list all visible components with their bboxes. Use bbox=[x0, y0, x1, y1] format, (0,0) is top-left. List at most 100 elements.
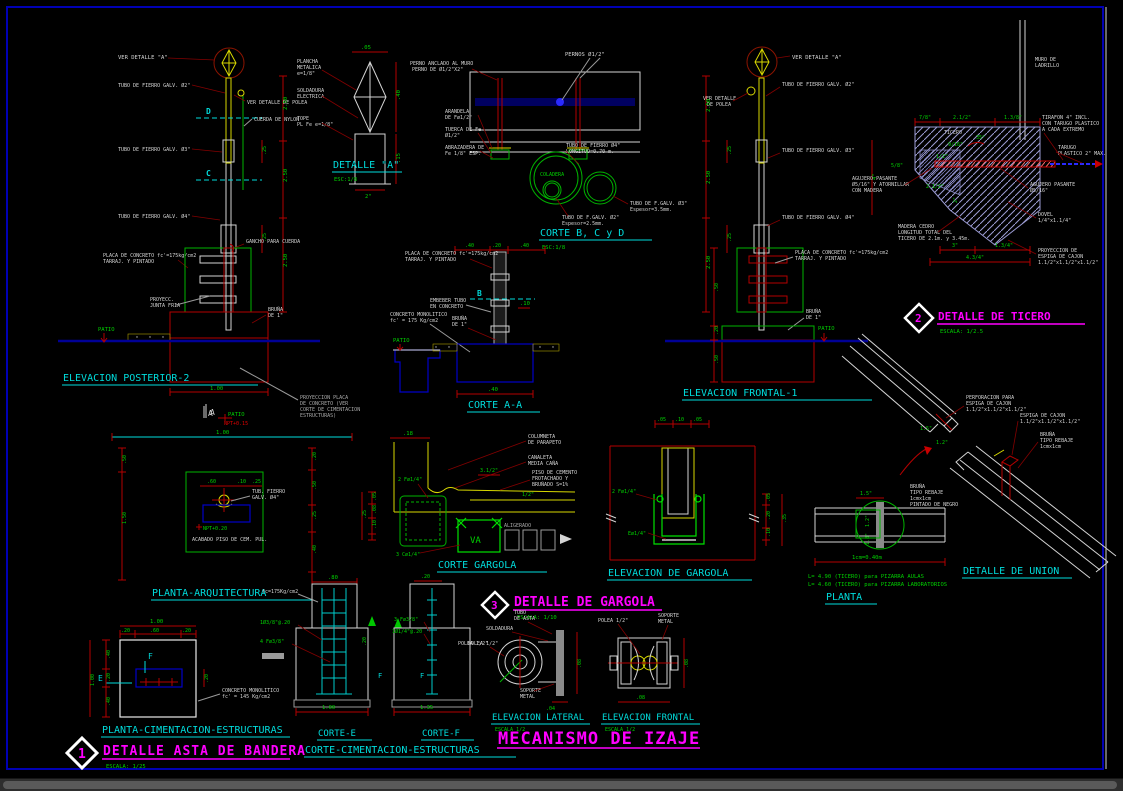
marker-ce-f: F bbox=[378, 672, 382, 680]
label-aligerado: ALIGERADO bbox=[504, 523, 531, 529]
label-tope-2: PL Fe e=1/8" bbox=[297, 122, 333, 128]
note-pizarra-aulas: L= 4.90 (TICERO) para PIZARRA AULAS bbox=[808, 574, 924, 580]
label-perno-1: PERNO ANCLADO AL MURO bbox=[410, 61, 473, 67]
dim-pcim-l2: .20 bbox=[106, 673, 112, 682]
label-proyeccion-2: ESPIGA DE CAJON bbox=[1038, 254, 1083, 260]
title-elevacion-posterior: ELEVACION POSTERIOR-2 bbox=[63, 373, 189, 384]
dim-uni-12: 1.2" bbox=[936, 440, 948, 446]
label-tubo3: TUBO DE FIERRO GALV. Ø3" bbox=[118, 146, 190, 153]
label-proyecc-1: PROYECC. bbox=[150, 297, 174, 303]
label-tirafon-2: CON TARUGO PLASTICO bbox=[1042, 121, 1099, 127]
dim-138: 1.3/8" bbox=[1004, 115, 1022, 121]
label-gancho: GANCHO PARA CUERDA bbox=[246, 239, 300, 245]
label-tubo4-nota-2: LONGITUD=0.70 m. bbox=[566, 149, 614, 155]
dim-egar-t1: .05 bbox=[657, 417, 666, 423]
label-prail-bruna-4: PINTADO DE NEGRO bbox=[910, 502, 958, 508]
dim-egar-t2: .10 bbox=[675, 417, 684, 423]
dim-prail-12: 1.2" bbox=[865, 515, 871, 527]
dim-2in: 2" bbox=[365, 194, 372, 200]
label-proyeccion-1: PROYECCION DE bbox=[1038, 248, 1077, 254]
dim-25-1: .25 bbox=[262, 146, 268, 155]
note-proyeccion-4: ESTRUCTURAS) bbox=[300, 413, 336, 419]
label-cf-ref2: 1Ø1/4"@.20 bbox=[392, 628, 422, 635]
dim-ef-f1: .50 bbox=[714, 283, 720, 292]
label-aa-concreto-1: CONCRETO MONOLITICO bbox=[390, 312, 447, 318]
label-columneta-2: DE PARAPETO bbox=[528, 440, 561, 446]
label-agujero2-2: Ø5/16" Y ATORNILLAR bbox=[852, 181, 910, 188]
horizontal-scrollbar-thumb[interactable] bbox=[3, 781, 1117, 789]
esc-lateral: ESCALA 1/2 bbox=[495, 727, 525, 733]
label-ef-polea-2: DE POLEA bbox=[707, 102, 731, 108]
marker-e: E bbox=[98, 674, 103, 683]
esc-ticero: ESCALA: 1/2.5 bbox=[940, 329, 983, 335]
label-ef-polea-1: VER DETALLE bbox=[703, 96, 736, 102]
label-ce-ref1: 1Ø3/8"@.20 bbox=[260, 619, 290, 626]
dim-parq-50: .50 bbox=[122, 455, 128, 464]
label-patio: PATIO bbox=[98, 327, 115, 333]
label-tarugo-2: PLASTICO 2" MAX. bbox=[1058, 151, 1106, 157]
label-pernos: PERNOS Ø1/2" bbox=[565, 51, 605, 58]
dim-parq-150: 1.50 bbox=[122, 512, 128, 524]
label-bcd-tubo2-2: Espesor=2.5mm. bbox=[562, 221, 604, 227]
dim-250-1: 2.50 bbox=[283, 97, 289, 110]
label-ver-detalle-a: VER DETALLE "A" bbox=[118, 55, 168, 61]
dim-3: 3" bbox=[952, 243, 958, 249]
dim-egar-r3: .10 bbox=[766, 528, 772, 537]
dim-ef-250-3: 2.50 bbox=[706, 256, 712, 269]
section-corte-f: .20 F 3 Fø3/8" 1Ø1/4"@.20 POLEA 1/2" 1.3… bbox=[391, 574, 505, 741]
marker-d: D bbox=[206, 107, 211, 116]
marker-c: C bbox=[206, 169, 211, 178]
dim-cgar-l3: .10 bbox=[372, 520, 378, 529]
label-polea-frontal: POLEA 1/2" bbox=[598, 618, 628, 624]
badge-1: 1 bbox=[78, 747, 86, 762]
dim-aa-40c: .40 bbox=[488, 387, 498, 393]
section-planta-ticero: 1.5" 1.2" 1.8" 1cm=0.40m BRUÑA TIPO REBA… bbox=[808, 483, 958, 605]
label-aa-bruna-2: DE 1" bbox=[452, 322, 467, 328]
title-detalle-ticero: DETALLE DE TICERO bbox=[938, 310, 1051, 323]
label-aa-placa-1: PLACA DE CONCRETO fc'=175kg/cm2 bbox=[405, 251, 498, 257]
dim-ef-f2: .20 bbox=[714, 326, 720, 335]
section-corte-bcd: TUBO DE F.GALV. Ø2" Espesor=2.5mm. TUBO … bbox=[539, 171, 687, 251]
dim-parq-i2: .10 bbox=[237, 479, 246, 485]
esc-gargola: ESCALA: 1/10 bbox=[517, 615, 557, 621]
label-tarugo-1: TARUGO bbox=[1058, 145, 1076, 151]
dim-05: .05 bbox=[361, 45, 371, 51]
label-polea-lateral: POLEA 1/2" bbox=[458, 641, 488, 647]
dim-ef-f3: .50 bbox=[714, 355, 720, 364]
dim-aa-10: .10 bbox=[520, 301, 530, 307]
dim-250-2: 2.50 bbox=[283, 169, 289, 182]
note-pizarra-laboratorios: L= 4.60 (TICERO) para PIZARRA LABORATORI… bbox=[808, 582, 947, 588]
section-corte-e: F .20 1Ø3/8"@.20 4 Fø3/8" 1.00 CORTE-E bbox=[260, 583, 402, 741]
dim-pcim-r1: .20 bbox=[204, 674, 210, 683]
title-elevacion-lateral: ELEVACION LATERAL bbox=[492, 713, 584, 723]
label-polea-corte: POLEA 1/2" bbox=[468, 641, 498, 647]
dim-parq-i1: .60 bbox=[207, 479, 216, 485]
marker-b: B bbox=[477, 289, 482, 298]
label-tub-fierro-2: GALV. Ø4" bbox=[252, 494, 279, 501]
dim-aa-40a: .40 bbox=[465, 243, 474, 249]
label-soldadura-1: SOLDADURA bbox=[297, 88, 324, 94]
label-plancha-1: PLANCHA bbox=[297, 59, 318, 65]
label-ver-polea: VER DETALLE DE POLEA bbox=[247, 100, 307, 106]
label-prail-bruna-2: TIPO REBAJE bbox=[910, 490, 943, 496]
label-soporte-l-2: METAL bbox=[520, 694, 535, 700]
label-bruna-1: BRUÑA bbox=[268, 306, 283, 313]
label-dovel-2: 1/4"x1.1/4" bbox=[1038, 218, 1071, 224]
dim-434: 4.3/4" bbox=[966, 255, 984, 261]
dim-58: 5/8" bbox=[891, 163, 903, 169]
label-parq-fc: fc=175Kg/cm2 bbox=[262, 589, 298, 595]
label-dovel-1: DOVEL bbox=[1038, 212, 1053, 218]
label-ef-patio: PATIO bbox=[818, 326, 835, 332]
label-tubo-asta-2: DE ASTA bbox=[514, 616, 535, 622]
label-aa-placa-2: TARRAJ. Y PINTADO bbox=[405, 257, 456, 263]
label-ef-bruna-1: BRUÑA bbox=[806, 308, 821, 315]
label-soldadura-mec: SOLDADURA bbox=[486, 626, 513, 632]
dim-ef-250-2: 2.50 bbox=[706, 171, 712, 184]
heading-detalle-gargola: 3 DETALLE DE GARGOLA ESCALA: 1/10 bbox=[480, 590, 662, 621]
note-proyeccion-3: CORTE DE CIMENTACION bbox=[300, 407, 360, 413]
dim-pcim-t2: .60 bbox=[150, 628, 159, 634]
dim-pcim-t1: .20 bbox=[121, 628, 130, 634]
label-acabado: ACABADO PISO DE CEM. PUL. bbox=[192, 537, 267, 543]
title-detalle-asta: DETALLE ASTA DE BANDERA bbox=[103, 744, 306, 759]
